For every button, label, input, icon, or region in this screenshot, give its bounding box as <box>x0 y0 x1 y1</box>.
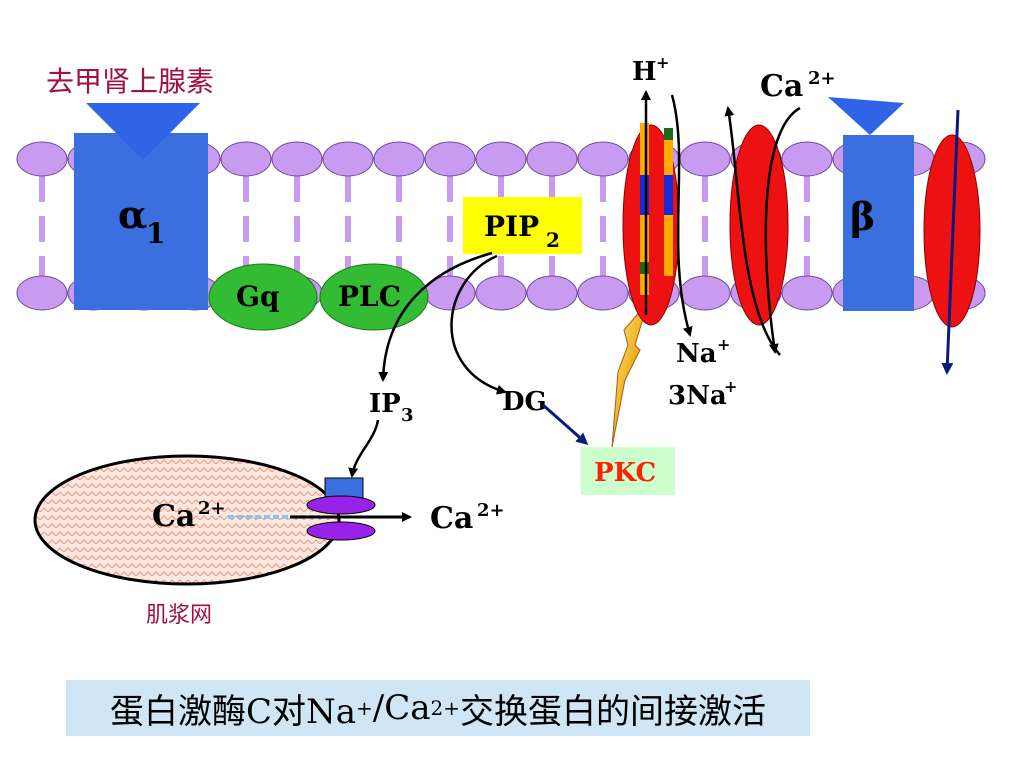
caption-text-2: /Ca <box>372 688 431 728</box>
ca-top-charge: 2+ <box>808 68 836 89</box>
arrow-ip3-to-sr <box>348 419 380 478</box>
lipid-head <box>475 275 527 311</box>
lipid-head <box>16 275 68 311</box>
arrow-pip2-to-ip3 <box>378 251 493 382</box>
arrow-pip2-to-dg <box>450 254 507 395</box>
sarcoplasmic-reticulum <box>33 454 341 586</box>
caption-text-3: 交换蛋白的间接激活 <box>460 691 767 732</box>
ip3-subscript: 3 <box>401 405 414 426</box>
lipid-head <box>16 141 68 177</box>
gq-protein: Gq <box>208 263 318 331</box>
ip3-label: IP <box>369 389 401 419</box>
lightning-bolt-icon <box>611 301 649 448</box>
arrow-dg-to-pkc <box>542 403 589 445</box>
three-na-charge: + <box>724 377 737 396</box>
na-ca-exchanger <box>729 124 789 326</box>
plc-label: PLC <box>338 280 401 313</box>
beta-receptor: β <box>828 97 914 311</box>
alpha-subscript: 1 <box>146 217 165 250</box>
lipid-head <box>424 141 476 177</box>
pip2-subscript: 2 <box>546 228 560 252</box>
lipid-head <box>679 141 731 177</box>
lipid-head <box>577 141 629 177</box>
sr-ca-charge: 2+ <box>198 498 226 519</box>
lipid-head <box>679 275 731 311</box>
plc-enzyme: PLC <box>319 263 429 331</box>
lipid-head <box>271 141 323 177</box>
three-na-label: 3Na <box>668 381 727 411</box>
lipid-head <box>577 275 629 311</box>
released-ca-label: Ca <box>430 501 473 536</box>
alpha1-receptor: α 1 <box>74 103 208 310</box>
caption-text-1: 蛋白激酶C对Na <box>109 691 357 732</box>
ip3-receptor-channel <box>306 477 376 541</box>
na-ion-charge: + <box>717 335 730 354</box>
norepinephrine-label: 去甲肾上腺素 <box>46 65 214 98</box>
lipid-head <box>220 141 272 177</box>
lipid-head <box>475 141 527 177</box>
lipid-head <box>526 141 578 177</box>
dg-label: DG <box>502 387 547 417</box>
na-h-exchanger <box>622 123 680 326</box>
lipid-head <box>373 141 425 177</box>
lipid-head <box>526 275 578 311</box>
lipid-head <box>781 275 833 311</box>
pkc-box: PKC <box>581 447 675 495</box>
h-ion-charge: + <box>656 53 669 72</box>
alpha-label: α <box>118 192 147 237</box>
released-ca-charge: 2+ <box>477 500 505 521</box>
pip2-box: PIP 2 <box>463 197 582 254</box>
h-ion-label: H <box>632 57 657 87</box>
na-ion-label: Na <box>676 339 717 369</box>
lipid-head <box>322 141 374 177</box>
arrow-ca-in <box>764 106 801 354</box>
sr-name-label: 肌浆网 <box>146 603 212 628</box>
arrow-na-in <box>670 94 693 337</box>
pkc-label: PKC <box>594 458 656 488</box>
sr-ca-label: Ca <box>152 499 195 534</box>
pip2-label: PIP <box>484 210 539 243</box>
arrow-ca-channel <box>941 109 960 375</box>
gq-label: Gq <box>236 280 280 313</box>
ca-top-label: Ca <box>760 69 803 104</box>
lipid-head <box>781 141 833 177</box>
beta-label: β <box>850 194 875 239</box>
arrow-na-out <box>724 106 781 356</box>
